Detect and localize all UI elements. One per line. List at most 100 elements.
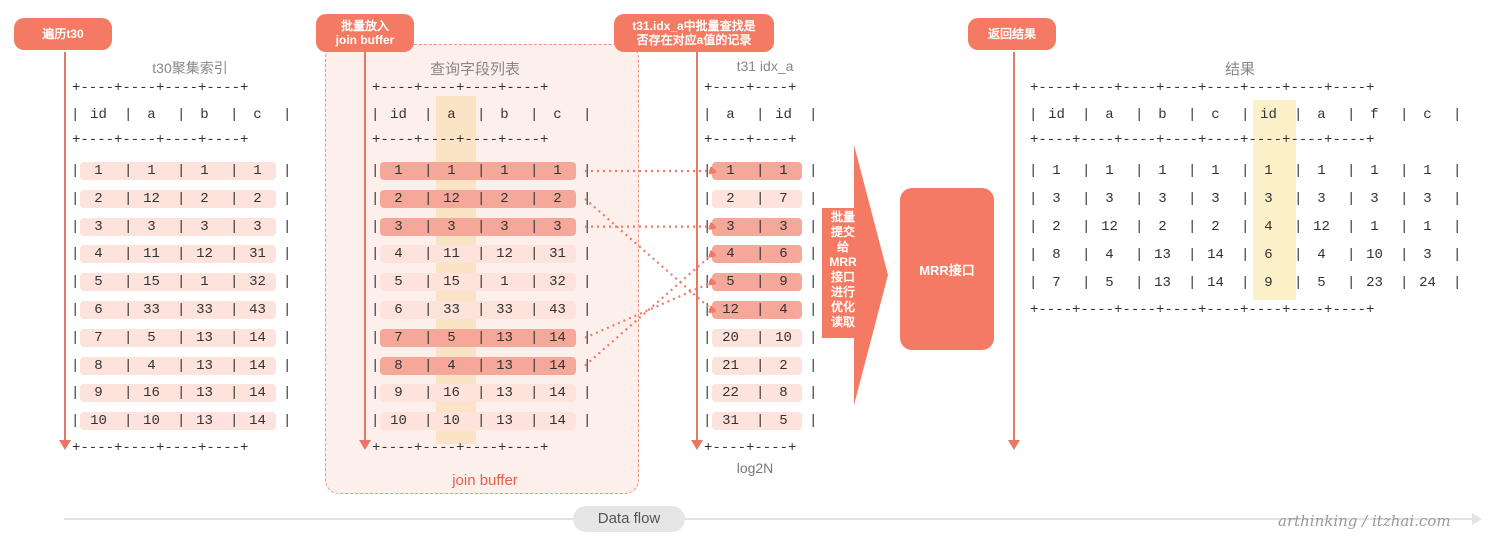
table-cell: 1 <box>200 163 209 179</box>
column-separator: | <box>424 302 433 318</box>
column-separator: | <box>177 274 186 291</box>
table-cell: 14 <box>549 385 566 402</box>
column-separator: | <box>1241 247 1250 263</box>
column-separator: | <box>283 413 292 430</box>
table-cell: 13 <box>496 413 513 430</box>
table-cell: 2 <box>394 190 403 207</box>
column-separator: | <box>71 163 80 179</box>
table-header-cell: c <box>253 107 262 123</box>
column-separator: | <box>756 163 765 179</box>
table-cell: 3 <box>1370 191 1379 207</box>
table-cell: 4 <box>726 246 735 263</box>
table-cell: 10 <box>390 413 407 430</box>
table-cell: 3 <box>200 218 209 235</box>
table-cell: 14 <box>249 385 266 402</box>
column-separator: | <box>124 302 133 318</box>
table-border-line: +----+----+ <box>704 440 797 456</box>
column-separator: | <box>1188 219 1197 235</box>
table-cell: 2 <box>726 190 735 207</box>
column-separator: | <box>1029 247 1038 263</box>
column-separator: | <box>177 385 186 402</box>
column-separator: | <box>703 385 712 402</box>
table-cell: 31 <box>549 246 566 263</box>
column-separator: | <box>703 190 712 207</box>
column-separator: | <box>424 246 433 263</box>
table-cell: 11 <box>443 246 460 263</box>
batch-lookup-line1: t31.idx_a中批量查找是 <box>632 19 756 33</box>
column-separator: | <box>530 218 539 235</box>
column-separator: | <box>71 218 80 235</box>
column-separator: | <box>703 302 712 318</box>
table-cell: 9 <box>394 385 403 402</box>
column-separator: | <box>530 302 539 318</box>
table-cell: 2 <box>253 190 262 207</box>
submit-label-line: 接口 <box>830 270 855 284</box>
row-highlight <box>80 301 276 319</box>
table-cell: 8 <box>394 357 403 374</box>
column-separator: | <box>1135 275 1144 291</box>
submit-label-line: 进行 <box>830 285 855 299</box>
column-separator: | <box>424 413 433 430</box>
table-cell: 1 <box>1264 163 1273 179</box>
table-header-cell: c <box>553 107 562 123</box>
table-cell: 4 <box>94 246 103 263</box>
row-highlight <box>712 384 802 403</box>
table-cell: 7 <box>394 329 403 346</box>
table-cell: 3 <box>394 218 403 235</box>
submit-label-line: 读取 <box>830 315 855 329</box>
column-separator: | <box>424 385 433 402</box>
column-separator: | <box>809 107 818 123</box>
column-separator: | <box>230 163 239 179</box>
table-cell: 12 <box>443 190 460 207</box>
table-header-cell: a <box>726 107 735 123</box>
table-cell: 14 <box>549 357 566 374</box>
table-cell: 8 <box>779 385 788 402</box>
column-separator: | <box>230 246 239 263</box>
table-cell: 1 <box>779 163 788 179</box>
column-separator: | <box>371 385 380 402</box>
table-cell: 10 <box>443 413 460 430</box>
column-separator: | <box>809 246 818 263</box>
column-separator: | <box>703 357 712 374</box>
column-separator: | <box>71 357 80 374</box>
column-separator: | <box>124 107 133 123</box>
column-separator: | <box>1294 219 1303 235</box>
table-cell: 1 <box>553 163 562 179</box>
column-separator: | <box>530 357 539 374</box>
submit-label-line: 优化 <box>830 300 855 314</box>
table-cell: 3 <box>447 218 456 235</box>
column-separator: | <box>71 190 80 207</box>
column-separator: | <box>477 329 486 346</box>
column-separator: | <box>583 274 592 291</box>
table-cell: 6 <box>1264 247 1273 263</box>
column-separator: | <box>1188 107 1197 123</box>
table-cell: 7 <box>779 190 788 207</box>
table-cell: 5 <box>779 413 788 430</box>
column-separator: | <box>1453 107 1462 123</box>
column-separator: | <box>703 329 712 346</box>
submit-label-line: MRR <box>829 255 857 269</box>
table-cell: 13 <box>196 413 213 430</box>
table-cell: 2 <box>1052 219 1061 235</box>
table-cell: 32 <box>249 274 266 291</box>
table-border-line: +----+----+----+----+----+----+----+----… <box>1030 302 1375 318</box>
matched-row-highlight <box>380 162 576 180</box>
lookup-connector-line <box>584 197 713 311</box>
column-separator: | <box>177 357 186 374</box>
column-separator: | <box>477 385 486 402</box>
column-separator: | <box>1241 163 1250 179</box>
table-cell: 3 <box>1423 191 1432 207</box>
table-cell: 4 <box>394 246 403 263</box>
table-cell: 3 <box>779 218 788 235</box>
table-cell: 21 <box>722 357 739 374</box>
